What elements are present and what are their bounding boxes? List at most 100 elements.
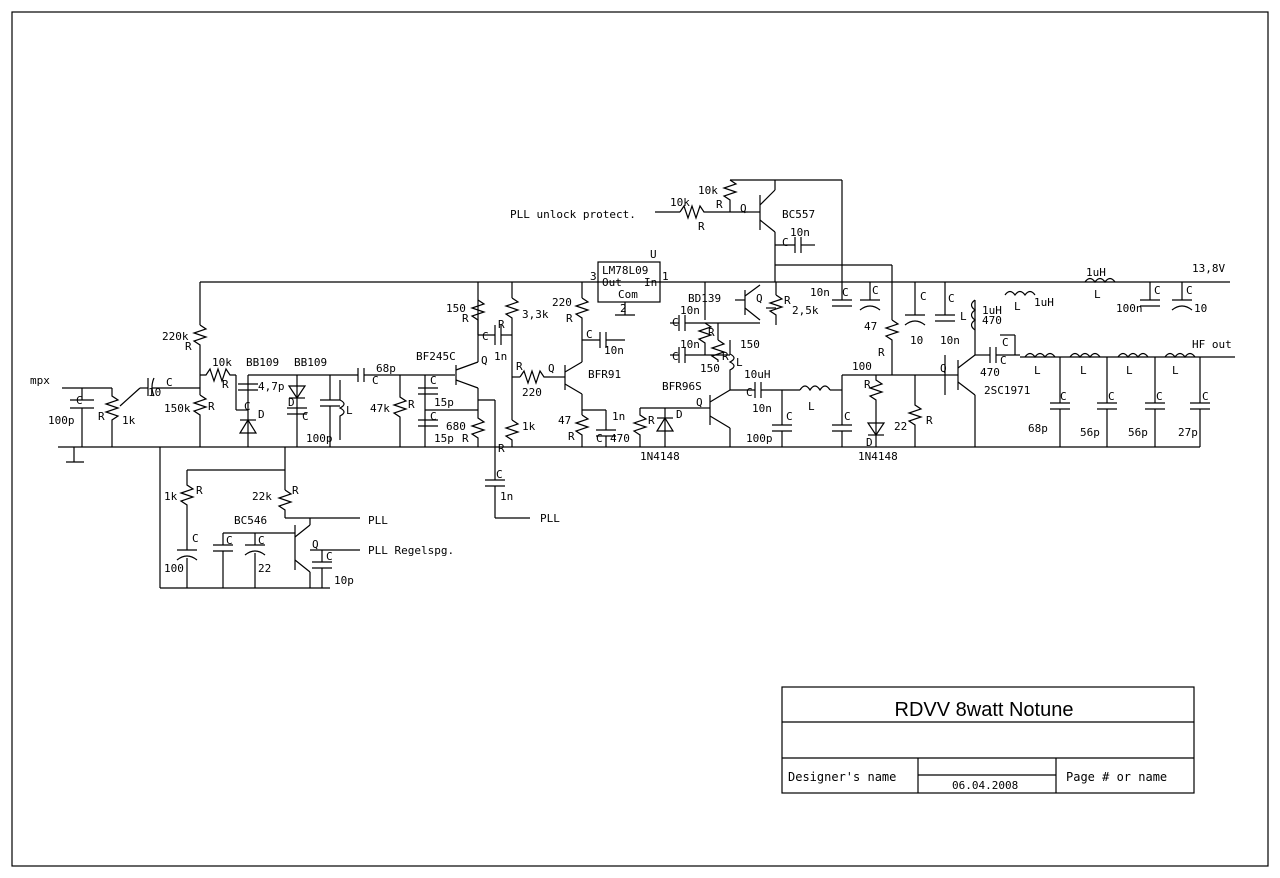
label-c1n-a: C (482, 330, 489, 343)
label-r150: R (462, 312, 469, 325)
label-c100p-b-val: 100p (746, 432, 773, 445)
label-r150c-val: 150 (700, 362, 720, 375)
label-r-top: R (878, 346, 885, 359)
label-lm78: LM78L09 (602, 264, 648, 277)
label-r220a-val: 220 (522, 386, 542, 399)
label-mpx: mpx (30, 374, 50, 387)
label-bfr96s: BFR96S (662, 380, 702, 393)
label-c10p-val: 10p (334, 574, 354, 587)
label-sc1971: 2SC1971 (984, 384, 1030, 397)
title-block-date: 06.04.2008 (952, 779, 1018, 792)
label-l1uh-a-val: 1uH (982, 304, 1002, 317)
label-r680-val: 680 (446, 420, 466, 433)
label-pin3: 3 (590, 270, 597, 283)
label-c56a: C (1108, 390, 1115, 403)
label-hf-out: HF out (1192, 338, 1232, 351)
label-l1uh-c: L (1094, 288, 1101, 301)
label-pin2: 2 (620, 302, 627, 315)
label-d2: D (288, 396, 295, 409)
label-c27: C (1202, 390, 1209, 403)
label-r22k-val: 22k (252, 490, 272, 503)
label-r150b: R (708, 326, 715, 339)
label-r1k-b: R (196, 484, 203, 497)
label-c470b: C (1000, 354, 1007, 367)
label-c15b-val: 15p (434, 432, 454, 445)
label-q-bc557: Q (740, 202, 747, 215)
label-c10n-a-val: 10n (604, 344, 624, 357)
label-pot25-val: 2,5k (792, 304, 819, 317)
label-u: U (650, 248, 657, 261)
label-r220b: R (566, 312, 573, 325)
label-pot-val: 1k (122, 414, 136, 427)
label-c10n-e-val: 10n (680, 304, 700, 317)
label-q-bfr91: Q (548, 362, 555, 375)
label-com: Com (618, 288, 638, 301)
label-d1: D (258, 408, 265, 421)
label-in: In (644, 276, 657, 289)
label-n4148b: 1N4148 (858, 450, 898, 463)
label-r22-val: 22 (894, 420, 907, 433)
label-d4: D (866, 436, 873, 449)
label-r33k-val: 3,3k (522, 308, 549, 321)
label-q-bd139: Q (756, 292, 763, 305)
label-r10k-b-val: 10k (670, 196, 690, 209)
wiring (58, 179, 1235, 589)
label-r680: R (462, 432, 469, 445)
label-c10n-d: C (842, 286, 849, 299)
label-r22: R (926, 414, 933, 427)
label-c1n-c: C (596, 432, 603, 445)
label-c15a-val: 15p (434, 396, 454, 409)
label-lpf-l1: L (1034, 364, 1041, 377)
label-r150k: R (208, 400, 215, 413)
label-c56a-val: 56p (1080, 426, 1100, 439)
label-c100p: C (302, 410, 309, 423)
label-c-in: C (76, 394, 83, 407)
label-c100p-val: 100p (306, 432, 333, 445)
component-labels: mpx C 100p R 1k C 10 R 220k R 150k R 10k… (30, 184, 1232, 587)
label-pll: PLL (368, 514, 388, 527)
label-r1k-b-val: 1k (164, 490, 178, 503)
label-r10k-b: R (698, 220, 705, 233)
label-c10n-a: C (586, 328, 593, 341)
title-block: RDVV 8watt Notune Designer's name 06.04.… (781, 686, 1195, 794)
label-pot: R (98, 410, 105, 423)
label-n4148a: 1N4148 (640, 450, 680, 463)
label-c68: C (1060, 390, 1067, 403)
label-c10p: C (326, 550, 333, 563)
label-c100-val: 100 (164, 562, 184, 575)
label-r10k: R (222, 378, 229, 391)
label-lpf-l4: L (1172, 364, 1179, 377)
label-c-pa: C (1002, 336, 1009, 349)
label-out: Out (602, 276, 622, 289)
title-block-page: Page # or name (1066, 770, 1167, 784)
label-c22-val: 22 (258, 562, 271, 575)
label-l-mid: L (808, 400, 815, 413)
label-r10k-val: 10k (212, 356, 232, 369)
label-lpf-l3: L (1126, 364, 1133, 377)
label-l1uh-b-val: 1uH (1034, 296, 1054, 309)
label-l1uh-b: L (1014, 300, 1021, 313)
label-c-ecap: C (166, 376, 173, 389)
label-r150-val: 150 (446, 302, 466, 315)
label-r470: 470 (982, 314, 1002, 327)
label-r150k-val: 150k (164, 402, 191, 415)
label-bb2: BB109 (294, 356, 327, 369)
label-bc557: BC557 (782, 208, 815, 221)
label-bb1: BB109 (246, 356, 279, 369)
label-q-bf245: Q (481, 354, 488, 367)
label-c10n-h-val: 10n (940, 334, 960, 347)
label-c1n-a-val: 1n (494, 350, 507, 363)
label-r100: R (864, 378, 871, 391)
label-c100n-val: 100n (1116, 302, 1143, 315)
label-c470a-val: 470 (610, 432, 630, 445)
label-c10n-d-val: 10n (810, 286, 830, 299)
label-r1k: R (498, 442, 505, 455)
label-r47k-val: 47k (370, 402, 390, 415)
label-bf245: BF245C (416, 350, 456, 363)
label-c47p: C (244, 400, 251, 413)
label-r33k: R (498, 318, 505, 331)
label-c10n-e: C (672, 316, 679, 329)
label-l10uh-val: 10uH (744, 368, 771, 381)
label-c10n-bc-val: 10n (790, 226, 810, 239)
label-c27-val: 27p (1178, 426, 1198, 439)
